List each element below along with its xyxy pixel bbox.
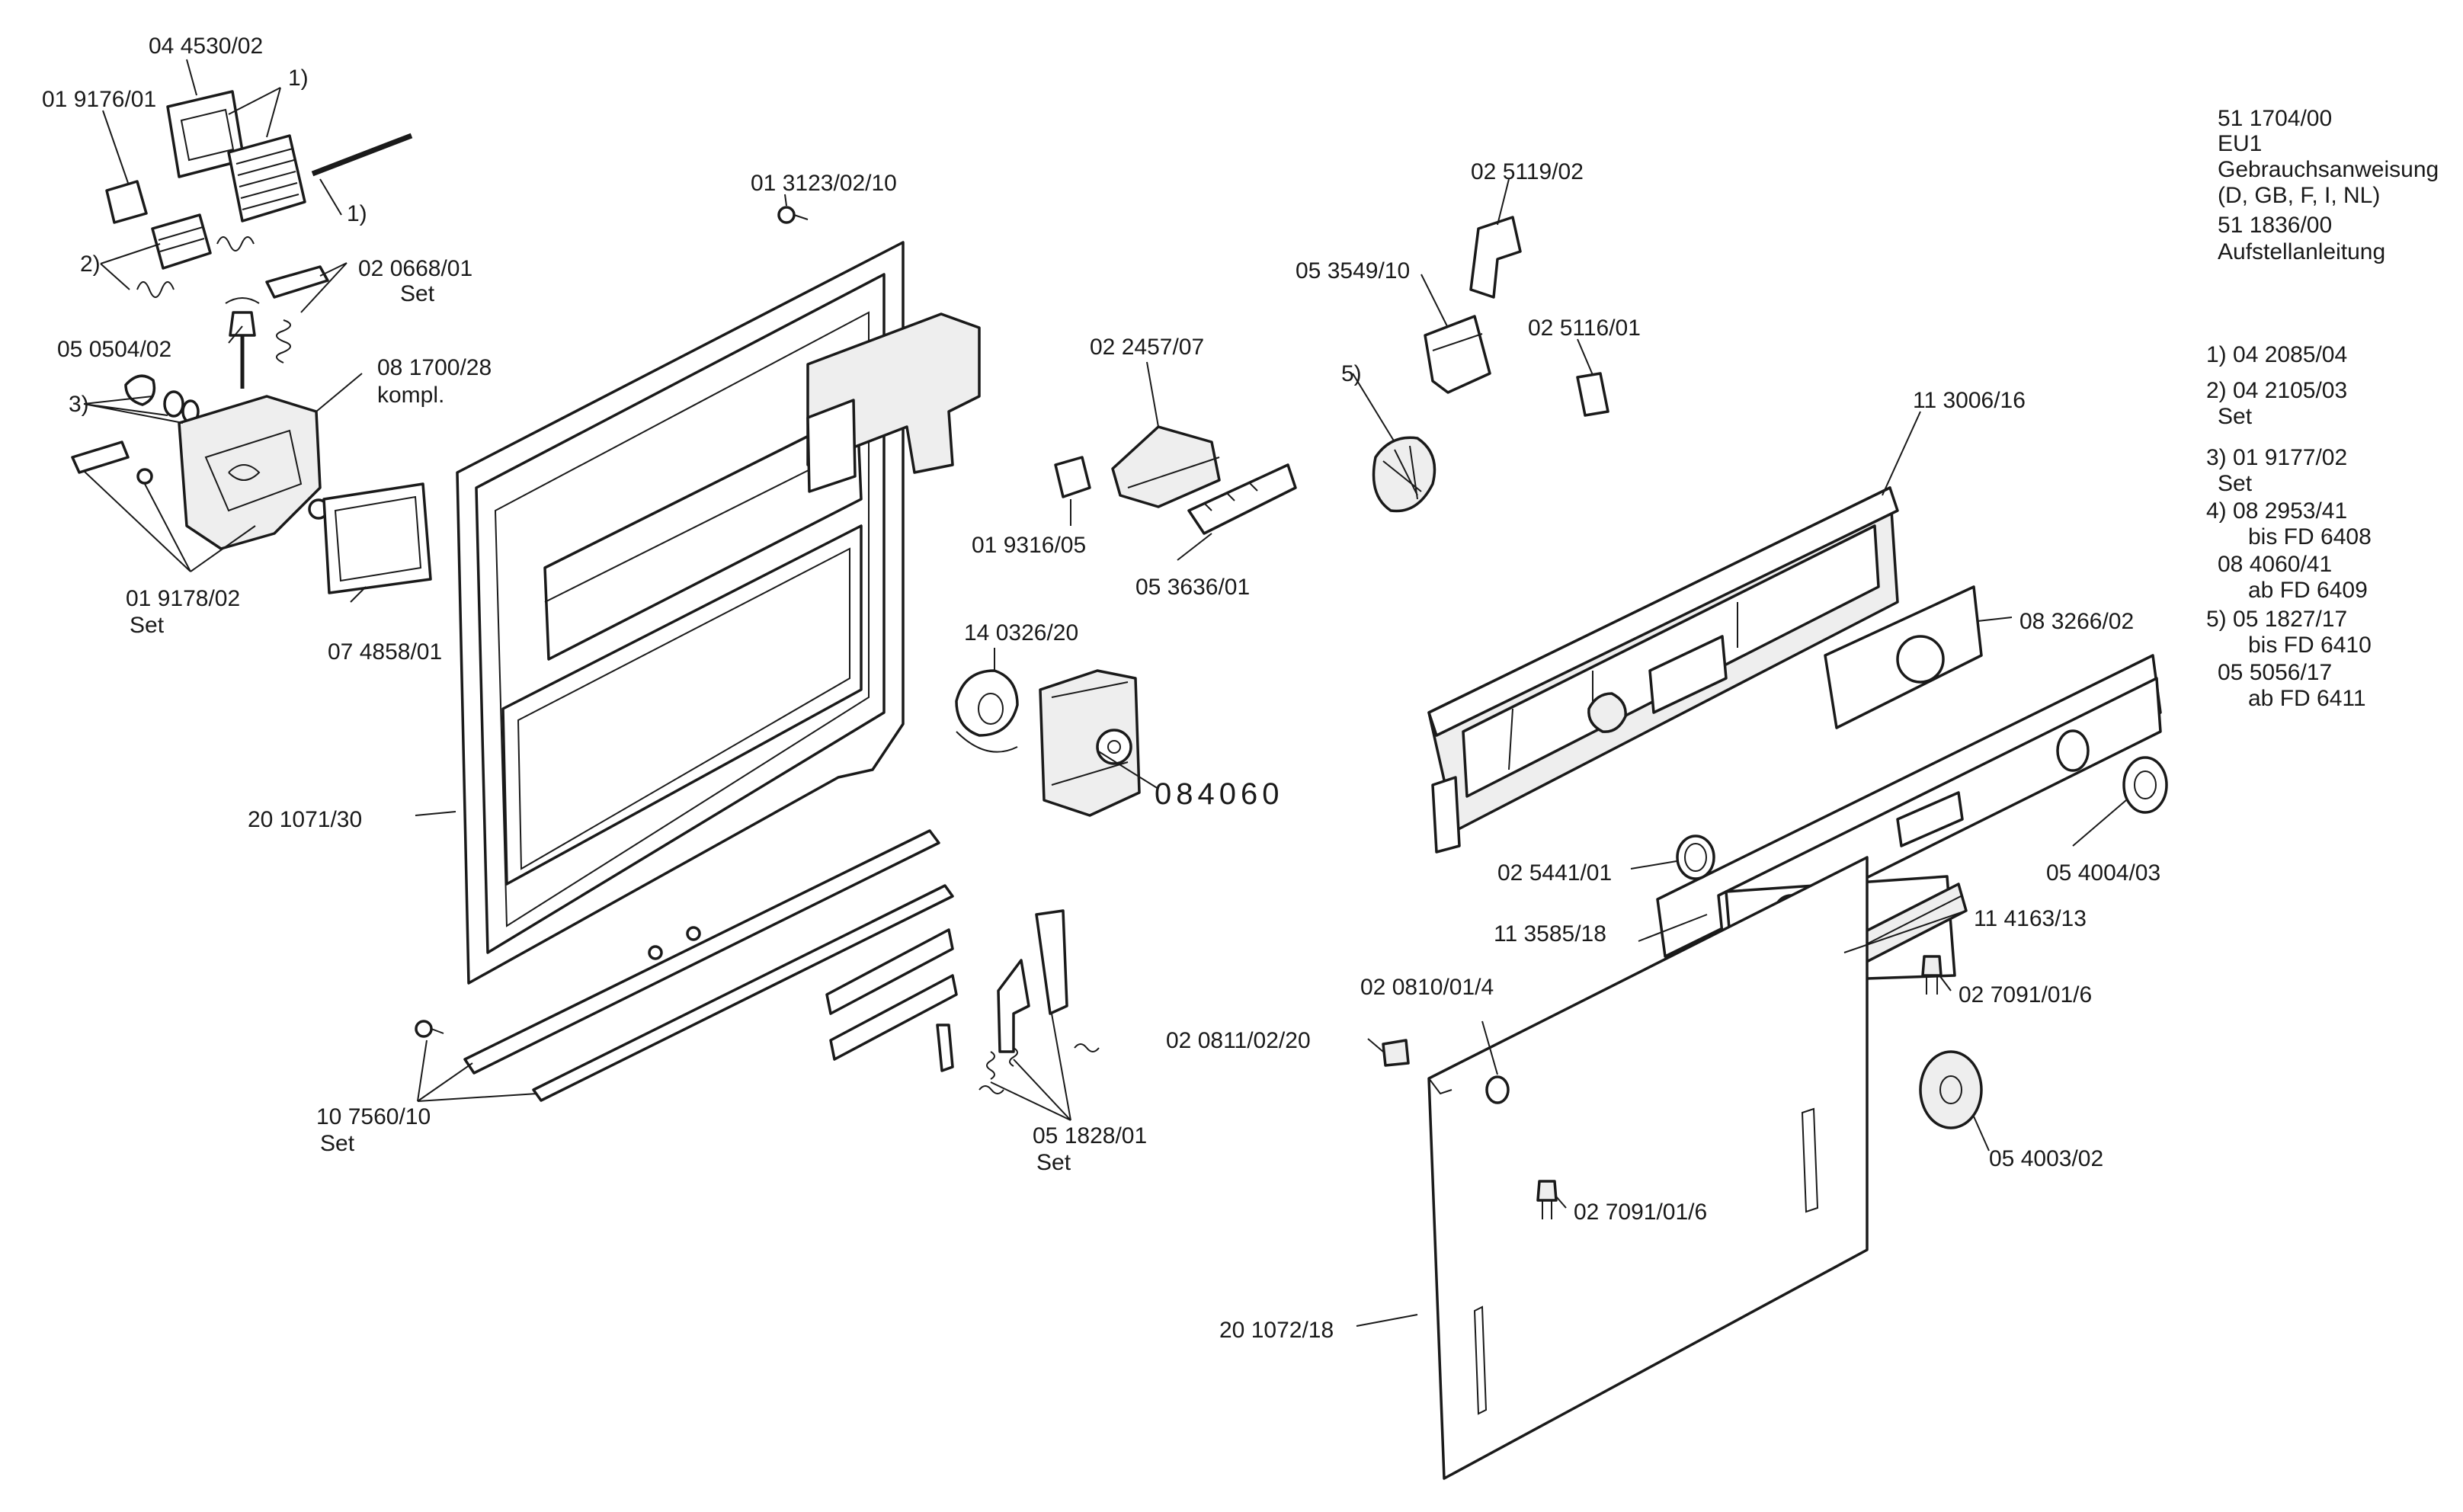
- label-019176-01: 01 9176/01: [42, 87, 156, 112]
- label-025441-01: 02 5441/01: [1497, 860, 1612, 886]
- footnote-line: 5) 05 1827/17: [2206, 607, 2347, 632]
- note-line: 51 1836/00: [2218, 213, 2332, 238]
- label-051828-01: 05 1828/01: [1033, 1123, 1147, 1148]
- label-020668-01-set: Set: [400, 281, 435, 306]
- footnote-line: 3) 01 9177/02: [2206, 445, 2347, 470]
- label-201071-30: 20 1071/30: [248, 807, 362, 832]
- footnote-line: 2) 04 2105/03: [2206, 378, 2347, 403]
- note-ref-5: 5): [1341, 361, 1362, 386]
- label-053549-10: 05 3549/10: [1296, 258, 1410, 284]
- label-054003-02: 05 4003/02: [1989, 1146, 2103, 1171]
- label-081700-28-kompl: kompl.: [377, 383, 444, 408]
- note-ref-1b: 1): [347, 201, 367, 226]
- footnote-line: Set: [2218, 471, 2253, 496]
- label-081700-28: 08 1700/28: [377, 355, 492, 380]
- label-113585-18: 11 3585/18: [1494, 921, 1606, 947]
- label-114163-13: 11 4163/13: [1974, 906, 2087, 931]
- label-027091-01-6-top: 02 7091/01/6: [1959, 982, 2092, 1007]
- footnote-line: 1) 04 2085/04: [2206, 342, 2347, 367]
- note-line: Aufstellanleitung: [2218, 239, 2385, 264]
- footnote-line: bis FD 6410: [2248, 633, 2372, 658]
- label-020810-01-4: 02 0810/01/4: [1360, 975, 1494, 1000]
- part-labels: 04 4530/02 01 9176/01 1) 1) 2) 02 0668/0…: [42, 34, 2160, 1343]
- label-044530-02: 04 4530/02: [149, 34, 263, 59]
- hinge-brackets-drawing: [825, 909, 1100, 1094]
- label-019178-02-set: Set: [130, 613, 165, 638]
- door-rails-drawing: [415, 829, 954, 1102]
- footnote-line: bis FD 6408: [2248, 524, 2372, 549]
- footnote-line: Set: [2218, 404, 2253, 429]
- footnotes: 1) 04 2085/04 2) 04 2105/03 Set 3) 01 91…: [2206, 342, 2372, 711]
- footnote-line: ab FD 6411: [2248, 686, 2366, 711]
- label-020811-02-20: 02 0811/02/20: [1166, 1028, 1311, 1053]
- label-083266-02: 08 3266/02: [2019, 609, 2134, 634]
- note-line: (D, GB, F, I, NL): [2218, 183, 2380, 208]
- label-013123-02-10: 01 3123/02/10: [751, 171, 897, 196]
- footnote-line: 05 5056/17: [2218, 660, 2332, 685]
- footnote-line: 08 4060/41: [2218, 552, 2332, 577]
- note-line: 51 1704/00: [2218, 106, 2332, 131]
- label-051828-01-set: Set: [1036, 1150, 1071, 1175]
- footnote-line: 4) 08 2953/41: [2206, 498, 2347, 524]
- label-027091-01-6-bottom: 02 7091/01/6: [1574, 1200, 1707, 1225]
- label-074858-01: 07 4858/01: [328, 639, 442, 665]
- label-113006-16: 11 3006/16: [1913, 388, 2026, 413]
- note-line: Gebrauchsanweisung: [2218, 157, 2439, 182]
- programmer-drawing: [955, 669, 1141, 817]
- label-107560-10: 10 7560/10: [316, 1104, 431, 1129]
- label-019316-05: 01 9316/05: [972, 533, 1086, 558]
- switch-holder-drawing: [1054, 425, 1297, 535]
- note-ref-3: 3): [69, 392, 89, 417]
- outer-door-drawing: [1427, 856, 1869, 1480]
- label-019178-02: 01 9178/02: [126, 586, 240, 611]
- footnote-line: ab FD 6409: [2248, 578, 2368, 603]
- note-ref-1a: 1): [288, 66, 309, 91]
- inner-door-drawing: [456, 206, 981, 985]
- label-084060: 084060: [1155, 777, 1283, 811]
- label-053636-01: 05 3636/01: [1135, 575, 1250, 600]
- label-025116-01: 02 5116/01: [1528, 316, 1641, 341]
- label-054004-03: 05 4004/03: [2046, 860, 2160, 886]
- label-050504-02: 05 0504/02: [57, 337, 171, 362]
- label-025119-02: 02 5119/02: [1471, 159, 1584, 184]
- leader-lines: [83, 59, 2127, 1327]
- switch-cluster-drawing: [71, 90, 432, 594]
- note-line: EU1: [2218, 131, 2262, 156]
- documentation-notes: 51 1704/00 EU1 Gebrauchsanweisung (D, GB…: [2218, 106, 2439, 264]
- label-201072-18: 20 1072/18: [1219, 1318, 1334, 1343]
- label-107560-10-set: Set: [320, 1131, 355, 1156]
- label-020668-01: 02 0668/01: [358, 256, 472, 281]
- label-022457-07: 02 2457/07: [1090, 335, 1204, 360]
- note-ref-2: 2): [80, 251, 101, 277]
- label-140326-20: 14 0326/20: [964, 620, 1078, 645]
